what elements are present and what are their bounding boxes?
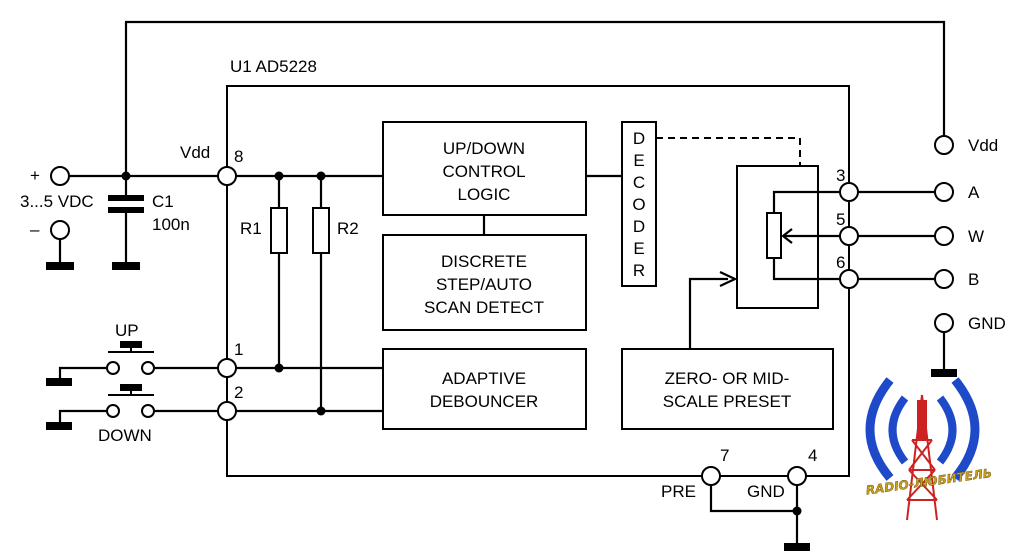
down-switch-label: DOWN (98, 426, 152, 445)
terminal-a[interactable] (934, 182, 954, 202)
decoder-letter-6: E (633, 239, 644, 258)
up-switch-button[interactable] (120, 341, 142, 348)
pot-lead-a (772, 190, 840, 213)
terminal-b-label: B (968, 270, 979, 289)
terminal-gnd[interactable] (934, 313, 954, 333)
supply-minus-terminal[interactable] (50, 220, 70, 240)
supply-plus-terminal[interactable] (50, 166, 70, 186)
block-updown-line2: CONTROL (442, 162, 525, 181)
r2-label: R2 (337, 219, 359, 238)
supply-minus-sign: – (30, 220, 40, 239)
block-adaptive-debouncer (382, 348, 587, 430)
ground-symbol-ic (784, 543, 810, 551)
decoder-letter-4: O (632, 195, 645, 214)
ground-symbol-terminal (931, 369, 957, 377)
ic-label: U1 AD5228 (230, 57, 317, 76)
pot-wiper-arrow (781, 228, 793, 244)
block-updown-control (382, 121, 587, 216)
terminal-gnd-label: GND (968, 314, 1006, 333)
up-switch-wire (58, 366, 218, 381)
logo-wave-right-inner (936, 395, 957, 465)
pin-3-number: 3 (836, 166, 845, 185)
decoder-letter-5: D (633, 217, 645, 236)
pin-pre-label: PRE (661, 482, 696, 501)
pin-8[interactable] (217, 166, 237, 186)
block-zero-mid-preset (621, 348, 834, 430)
terminal-vdd-label: Vdd (968, 136, 998, 155)
terminal-b[interactable] (934, 269, 954, 289)
block-discrete-step (382, 234, 587, 331)
block-updown-line1: UP/DOWN (443, 139, 525, 158)
block-adaptive-line1: ADAPTIVE (442, 369, 526, 388)
terminal-a-label: A (968, 183, 980, 202)
pin-2-number: 2 (234, 383, 243, 402)
resistor-r1 (270, 207, 288, 254)
pin-5-number: 5 (836, 210, 845, 229)
block-decoder (621, 121, 657, 287)
pin-vdd-name: Vdd (180, 143, 210, 162)
pin-5[interactable] (839, 226, 859, 246)
pin-2[interactable] (217, 401, 237, 421)
pin-6-number: 6 (836, 253, 845, 272)
ground-symbol-up (46, 378, 72, 386)
block-updown-line3: LOGIC (458, 185, 511, 204)
terminal-w-label: W (968, 227, 984, 246)
block-preset-line1: ZERO- OR MID- (665, 369, 790, 388)
block-preset-line2: SCALE PRESET (663, 392, 792, 411)
logo-wave-right-outer (951, 377, 980, 481)
up-switch-contact-right (141, 361, 155, 375)
pin-7[interactable] (701, 466, 721, 486)
terminal-w[interactable] (934, 226, 954, 246)
pin-7-number: 7 (720, 446, 729, 465)
down-switch-button[interactable] (120, 384, 142, 391)
capacitor-value: 100n (152, 215, 190, 234)
up-switch-label: UP (115, 321, 139, 340)
capacitor-ref: C1 (152, 192, 174, 211)
pin-4[interactable] (787, 466, 807, 486)
block-discrete-line2: STEP/AUTO (436, 275, 532, 294)
decoder-letter-1: D (633, 129, 645, 148)
vdd-top-wire (124, 20, 946, 176)
pin-4-number: 4 (808, 446, 817, 465)
decoder-letters: D E C O D E R (632, 129, 645, 280)
decoder-letter-7: R (633, 261, 645, 280)
logo-wave-left-inner (888, 395, 909, 465)
pin-6[interactable] (839, 269, 859, 289)
logo-wave-left-outer (865, 377, 894, 481)
terminal-vdd[interactable] (934, 135, 954, 155)
pin7-gnd-wire (709, 485, 797, 513)
block-adaptive-line2: DEBOUNCER (430, 392, 539, 411)
block-discrete-line3: SCAN DETECT (424, 298, 544, 317)
pin-1-number: 1 (234, 340, 243, 359)
resistor-r2 (312, 207, 330, 254)
supply-voltage-label: 3...5 VDC (20, 192, 94, 211)
pin-gnd-label: GND (747, 482, 785, 501)
ground-symbol-cap (112, 262, 140, 270)
down-switch-contact-right (141, 404, 155, 418)
ground-symbol-down (46, 422, 72, 430)
radio-lyubitel-logo: RADIO-ЛЮБИТЕЛЬ (865, 377, 993, 521)
pot-lead-b (772, 258, 840, 281)
pin-3[interactable] (839, 182, 859, 202)
down-switch-wire (58, 409, 218, 424)
junction-gnd (792, 506, 802, 516)
capacitor-plate-bottom (108, 207, 144, 213)
block-discrete-line1: DISCRETE (441, 252, 527, 271)
pin-8-number: 8 (234, 147, 243, 166)
decoder-letter-2: E (633, 151, 644, 170)
preset-to-pot-wire (688, 277, 728, 349)
ground-symbol-supply (46, 262, 74, 270)
capacitor-plate-top (108, 195, 144, 201)
decoder-letter-3: C (633, 173, 645, 192)
down-switch-contact-left (106, 404, 120, 418)
up-switch-contact-left (106, 361, 120, 375)
pin-1[interactable] (217, 358, 237, 378)
r1-label: R1 (240, 219, 262, 238)
supply-plus-sign: + (30, 166, 40, 185)
preset-arrow (719, 271, 738, 287)
pot-resistor (766, 212, 782, 259)
logo-tower-top (917, 400, 927, 440)
